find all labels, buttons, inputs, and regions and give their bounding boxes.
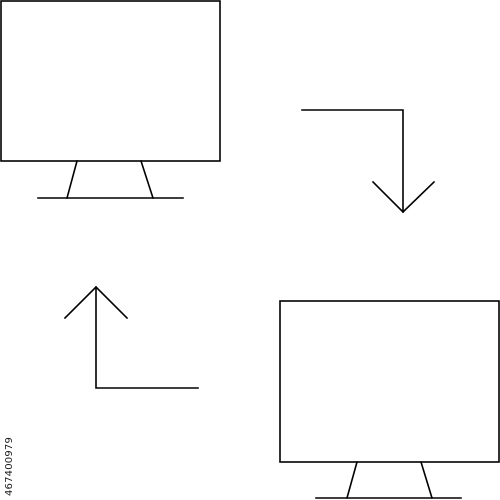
monitor-stand-left-leg [66,160,78,199]
monitor-screen [0,0,221,162]
arrow-turn-down-icon [301,109,436,214]
arrow-head [371,180,436,214]
monitor-stand-right-leg [420,461,433,499]
stock-id-watermark: 467400979 [4,436,15,496]
arrow-head [63,285,129,320]
computer-monitor-icon-bottom-right [279,300,500,499]
arrow-shaft [95,286,199,389]
monitor-stand-left-leg [346,461,358,499]
computer-monitor-icon-top-left [0,0,221,200]
monitor-screen [279,300,500,463]
monitor-stand-right-leg [139,159,155,200]
arrow-shaft [301,109,404,213]
arrow-turn-up-icon [63,285,199,389]
